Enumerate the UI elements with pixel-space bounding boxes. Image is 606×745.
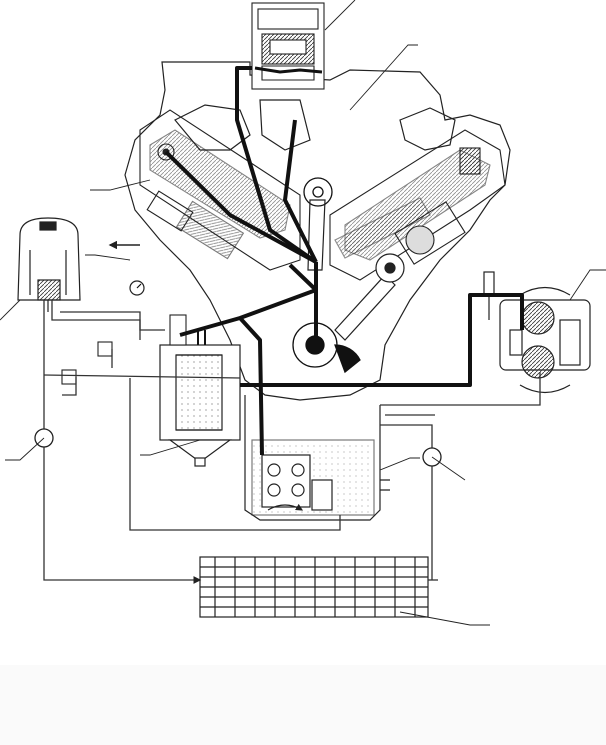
left-flow-sensor xyxy=(17,217,81,312)
oil-pressure-valve xyxy=(251,2,325,90)
centrifugal-filter xyxy=(159,330,241,467)
connecting-rod xyxy=(307,197,431,341)
return-lines xyxy=(43,300,541,584)
fluid-coupling xyxy=(499,286,591,394)
leader-lines xyxy=(0,0,606,626)
crankshaft xyxy=(292,177,361,374)
blank-footer xyxy=(0,665,606,745)
oil-cooler xyxy=(199,556,429,618)
oil-pump xyxy=(261,454,333,511)
left-cylinder-head xyxy=(139,109,301,271)
pressure-gauge xyxy=(129,280,145,296)
pressure-lines xyxy=(164,66,524,456)
